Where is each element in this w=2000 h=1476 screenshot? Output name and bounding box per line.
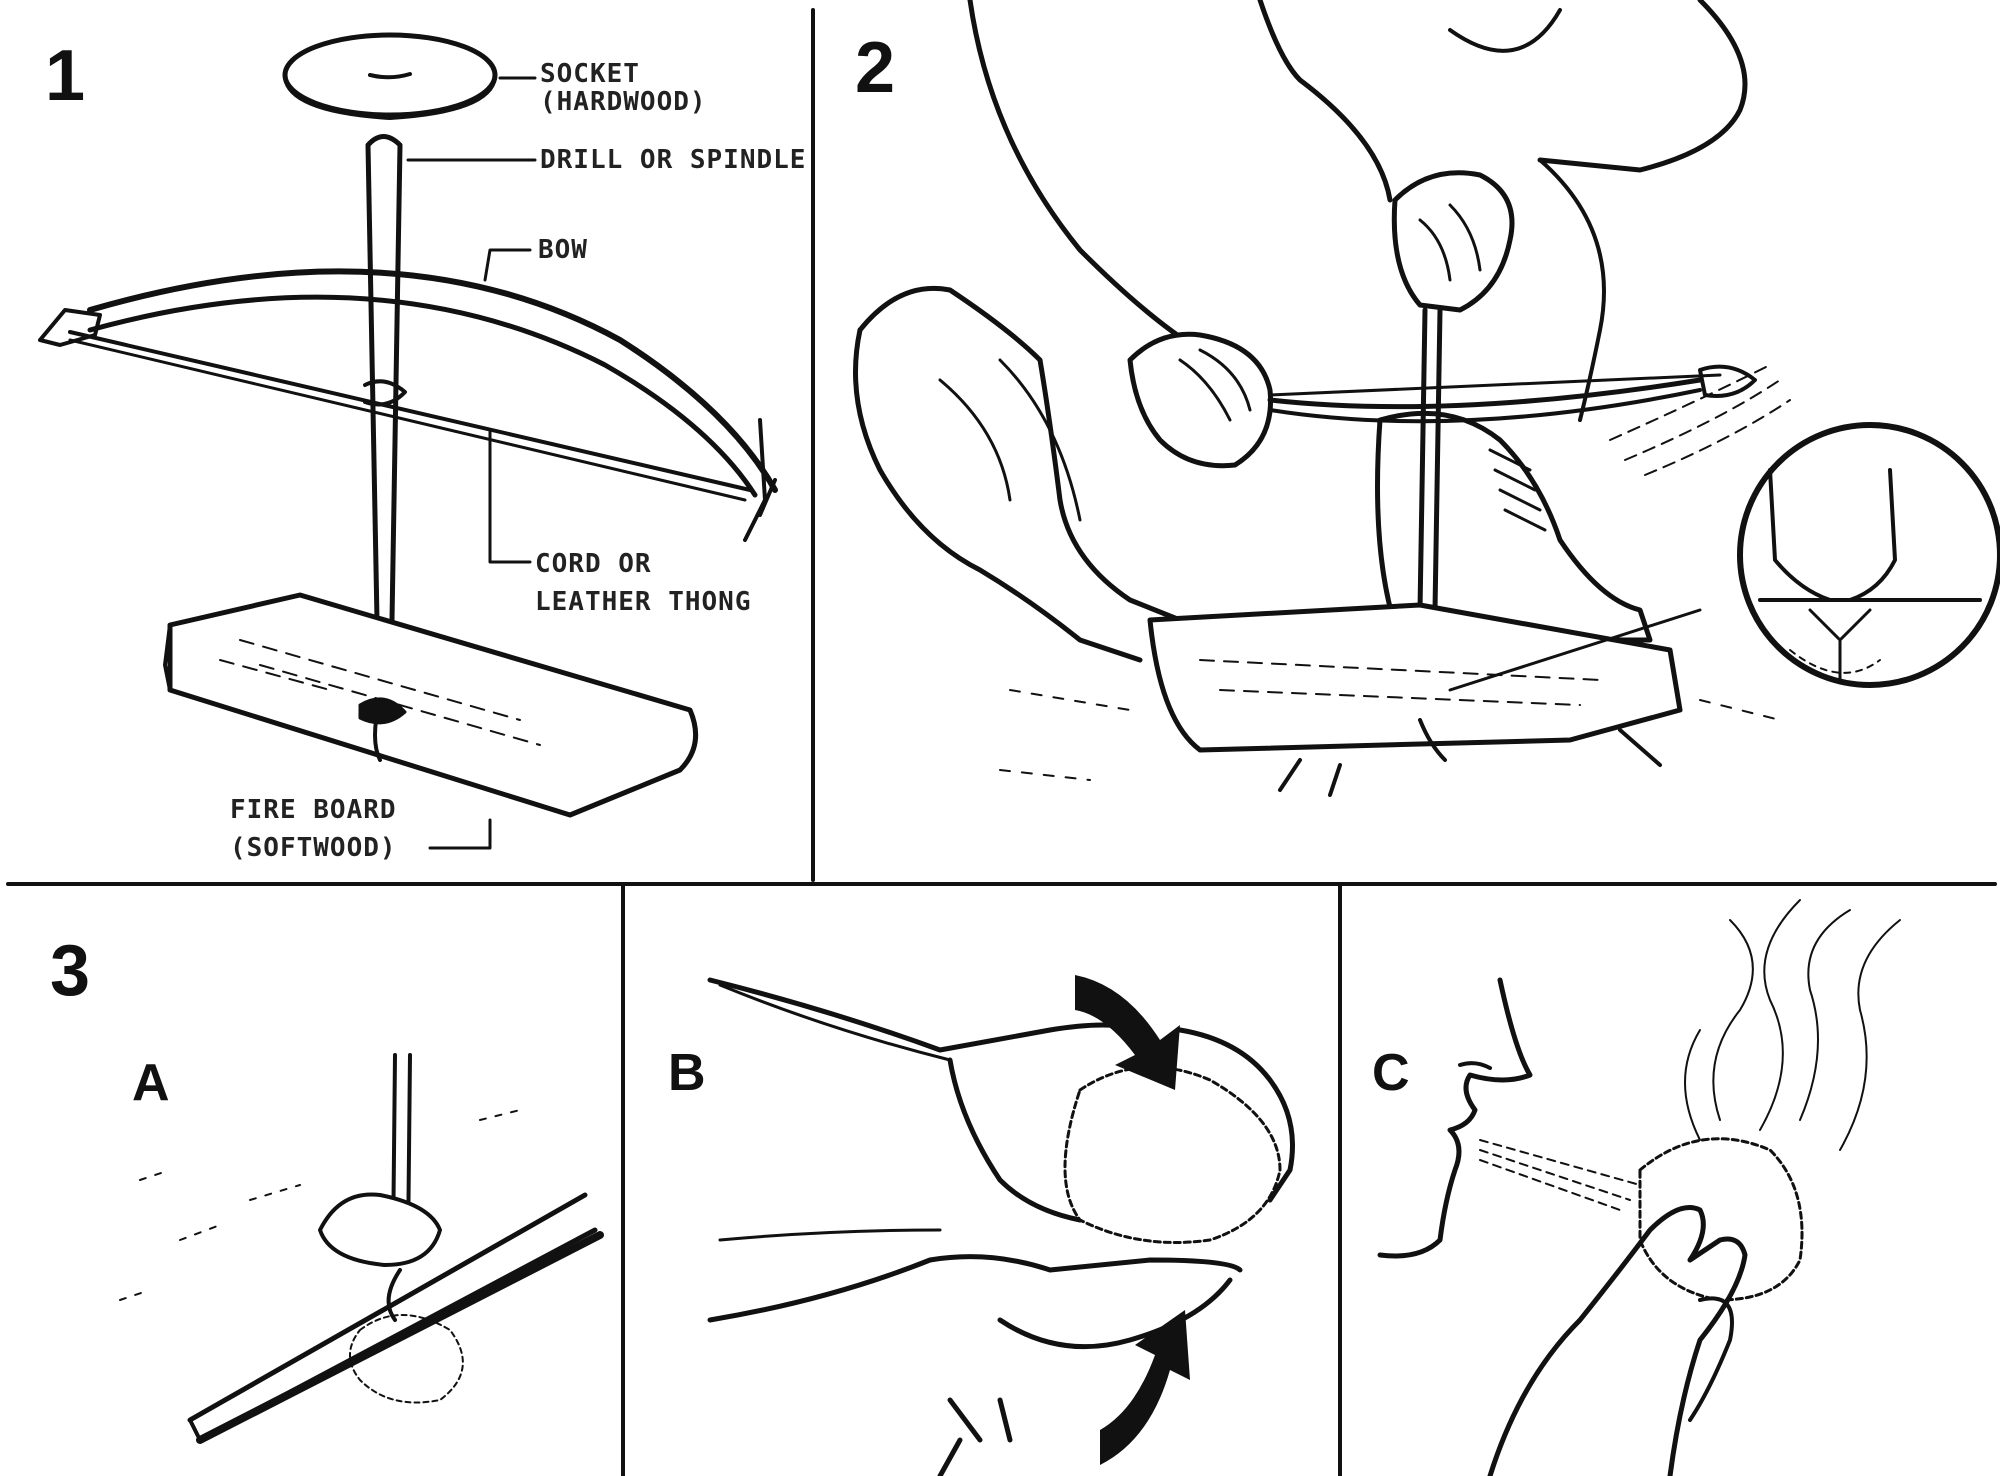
arrow-up-icon [1100, 1310, 1190, 1465]
socket-illustration [282, 32, 498, 120]
panel-3a-letter: A [132, 1054, 170, 1112]
bow-illustration [38, 268, 778, 542]
panel-2: 2 [853, 0, 2000, 797]
kneeling-person-illustration [853, 0, 1748, 663]
fire-board-illustration [163, 592, 699, 818]
panel-2-fire-board [999, 602, 1781, 797]
panel-1: 1 [38, 32, 806, 863]
label-board-line1: FIRE BOARD [230, 795, 397, 825]
panel-3b-illustration [707, 975, 1295, 1476]
label-cord-line2: LEATHER THONG [535, 587, 752, 617]
arrow-down-icon [1075, 975, 1180, 1090]
label-socket-line1: SOCKET [540, 59, 640, 89]
panel-3c: C [1372, 899, 1901, 1476]
panel-3c-letter: C [1372, 1044, 1410, 1102]
panel-3c-illustration [1377, 899, 1901, 1476]
label-leaders [406, 76, 537, 850]
panel-3a: 3 A [50, 931, 604, 1444]
magnified-detail-circle [1448, 422, 2000, 692]
panel-dividers [6, 8, 1997, 1476]
label-socket-line2: (HARDWOOD) [540, 87, 707, 117]
panel-2-number: 2 [855, 28, 895, 108]
label-cord-line1: CORD OR [535, 549, 652, 579]
label-board-line2: (SOFTWOOD) [230, 833, 397, 863]
panel-3a-illustration [119, 1053, 604, 1444]
label-drill: DRILL OR SPINDLE [540, 145, 806, 175]
label-bow: BOW [538, 235, 588, 265]
panel-1-number: 1 [45, 36, 85, 116]
panel-3b-letter: B [668, 1044, 706, 1102]
panel-3b: B [668, 975, 1295, 1476]
cord-illustration [68, 330, 752, 502]
panel-3-number: 3 [50, 931, 90, 1011]
